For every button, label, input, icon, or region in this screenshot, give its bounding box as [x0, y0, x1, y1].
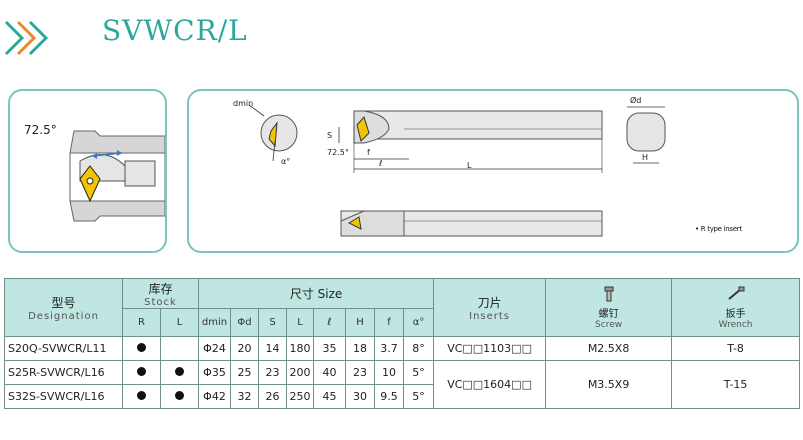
dimension-panel: dmin α° S 72.5° f ℓ L Ød H • R type inse…	[187, 89, 799, 253]
s-label: S	[327, 131, 333, 140]
stock-dot	[175, 367, 184, 376]
table-row: S32S-SVWCR/L16 Φ42 32 26 250 45 30 9.5 5…	[4, 384, 800, 409]
orientation-panel: 72.5°	[8, 89, 167, 253]
col-alpha: α°	[402, 308, 435, 337]
stock-dot	[175, 391, 184, 400]
dmin-label: dmin	[233, 99, 254, 108]
inserts-header: 刀片 Inserts	[433, 278, 547, 337]
f-label: f	[367, 148, 370, 157]
wrench-header: 扳手 Wrench	[671, 278, 801, 337]
col-dmin: dmin	[198, 308, 231, 337]
spec-table: 型号 Designation 库存 Stock 尺寸 Size 刀片 Inser…	[4, 278, 801, 409]
stock-dot	[137, 391, 146, 400]
l-small-label: ℓ	[379, 159, 383, 168]
table-row: S20Q-SVWCR/L11 Φ24 20 14 180 35 18 3.7 8…	[4, 336, 801, 361]
dimension-diagram	[248, 104, 666, 237]
col-l: L	[160, 308, 199, 337]
d-label: Ød	[630, 96, 642, 105]
approach-angle-label: 72.5°	[24, 123, 57, 137]
L-label: L	[467, 161, 472, 170]
insert-type-note: • R type insert	[695, 225, 742, 233]
col-L: L	[286, 308, 314, 337]
page-title: SVWCR/L	[102, 14, 248, 47]
screw-icon	[604, 286, 614, 301]
screw-header: 螺钉 Screw	[545, 278, 673, 337]
designation-header: 型号 Designation	[4, 278, 123, 337]
alpha-label: α°	[281, 157, 291, 166]
size-header: 尺寸 Size	[197, 278, 435, 309]
col-H: H	[345, 308, 375, 337]
table-row: S25R-SVWCR/L16 Φ35 25 23 200 40 23 10 5°…	[4, 360, 801, 409]
h-label: H	[642, 153, 649, 162]
stock-dot	[137, 367, 146, 376]
stock-dot	[137, 343, 146, 352]
orientation-diagram	[69, 130, 165, 222]
double-chevron-right-icon	[4, 20, 49, 56]
col-r: R	[122, 308, 161, 337]
side-angle-label: 72.5°	[327, 148, 349, 157]
col-f: f	[374, 308, 404, 337]
col-lsmall: ℓ	[313, 308, 346, 337]
stock-header: 库存 Stock	[122, 278, 199, 309]
col-phid: Φd	[230, 308, 259, 337]
col-s: S	[258, 308, 287, 337]
wrench-icon	[727, 286, 745, 300]
